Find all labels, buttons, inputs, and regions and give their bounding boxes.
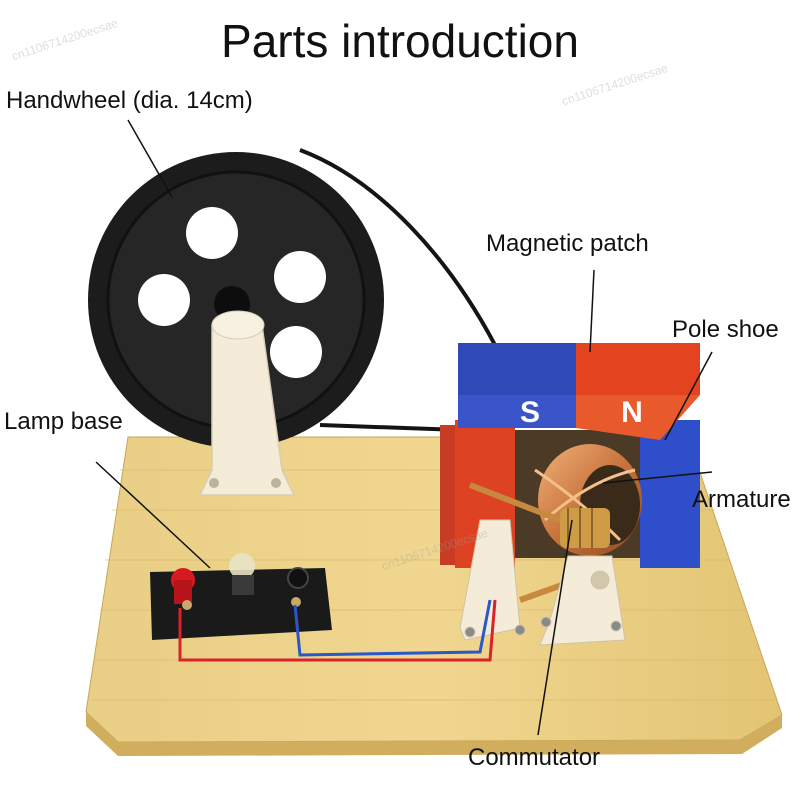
wheel-hole: [138, 274, 190, 326]
label-lamp-base: Lamp base: [4, 408, 123, 435]
label-magnetic-patch: Magnetic patch: [486, 230, 649, 257]
lamp-base: [150, 553, 332, 640]
page-title: Parts introduction: [221, 15, 579, 67]
label-armature: Armature: [692, 486, 791, 513]
wooden-base-edge: [86, 712, 782, 756]
callout-lines: [95, 119, 713, 736]
magnet-north-pole: N: [621, 396, 643, 429]
wheel-hole: [270, 326, 322, 378]
wires: [178, 599, 497, 662]
label-commutator: Commutator: [468, 744, 601, 771]
wheel-hole: [274, 251, 326, 303]
drive-belt: [299, 148, 497, 432]
magnet-assembly: S N: [440, 343, 700, 568]
label-pole-shoe: Pole shoe: [672, 316, 779, 343]
magnet-south-pole: S: [520, 396, 540, 429]
wheel-support: [198, 310, 296, 496]
lamp-bulb: [229, 553, 255, 579]
wheel-hole: [186, 207, 238, 259]
label-handwheel: Handwheel (dia. 14cm): [6, 87, 253, 114]
handwheel: [88, 152, 384, 448]
brush-holders: [459, 519, 626, 646]
